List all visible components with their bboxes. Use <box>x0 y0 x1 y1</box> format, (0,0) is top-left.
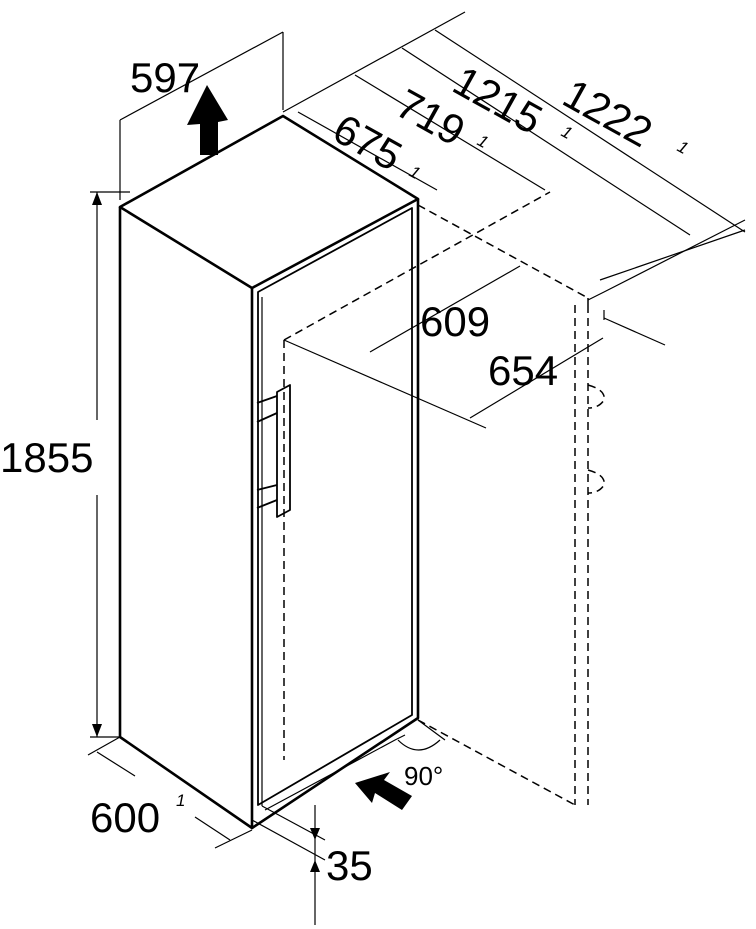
label-597: 597 <box>130 54 200 101</box>
label-1222-footnote: 1 <box>674 137 691 158</box>
dim-depth-ext <box>282 11 466 113</box>
dim-1215-line <box>401 47 691 236</box>
dim-654-line <box>469 337 604 419</box>
handle-bottom-mount-2 <box>256 499 278 509</box>
open-door-outline <box>283 191 746 806</box>
arrows <box>92 85 412 872</box>
open-door-top <box>417 204 589 299</box>
label-600: 600 <box>90 794 160 841</box>
open-door-bottom <box>417 719 576 806</box>
open-handle-bottom <box>587 469 605 494</box>
label-1215-footnote: 1 <box>558 122 575 143</box>
dim-1222-line <box>434 29 746 233</box>
fridge-side-face <box>118 207 254 830</box>
angle-arc <box>397 739 441 751</box>
fridge-door <box>257 207 413 806</box>
dim-600-ext-right <box>214 829 253 849</box>
door-swing-top <box>283 191 551 341</box>
airflow-arrow-icon <box>355 772 412 810</box>
open-handle-top <box>587 384 605 409</box>
fridge-front-edge <box>251 199 420 830</box>
label-600-footnote: 1 <box>176 791 185 810</box>
label-1855: 1855 <box>0 434 93 481</box>
dim-719-line <box>354 74 546 191</box>
dim-609-ext <box>283 339 487 429</box>
handle-bottom-mount <box>256 484 278 491</box>
dimension-lines <box>87 11 746 925</box>
fridge-body <box>118 114 420 830</box>
label-675-footnote: 1 <box>406 162 423 183</box>
dim-600-ext-left <box>87 736 121 756</box>
label-35: 35 <box>326 842 373 889</box>
arrowhead-icon <box>92 192 102 205</box>
dim-600-line-right <box>194 816 231 841</box>
arrowhead-icon <box>310 860 320 872</box>
dim-600-line-left <box>96 751 136 777</box>
handle-top-mount <box>256 395 278 404</box>
angle-ref-line <box>417 719 446 741</box>
dim-1222-ext <box>599 229 746 281</box>
handle-bar <box>276 384 291 518</box>
up-arrow-icon <box>187 85 228 155</box>
dim-609-line <box>369 265 521 353</box>
dim-597-line <box>119 31 284 121</box>
arrowhead-icon <box>92 724 102 737</box>
label-654: 654 <box>488 347 558 394</box>
open-door-edge <box>587 219 746 301</box>
door-handle <box>256 384 291 518</box>
dim-675-line <box>297 111 438 191</box>
label-609: 609 <box>420 298 490 345</box>
plinth-line <box>264 734 406 811</box>
label-719-footnote: 1 <box>474 131 491 152</box>
arrowhead-icon <box>310 828 320 840</box>
dim-35-ext-1 <box>251 819 326 861</box>
handle-top-mount-2 <box>256 412 278 423</box>
label-angle: 90° <box>404 761 443 791</box>
dim-654-ext <box>603 317 666 346</box>
